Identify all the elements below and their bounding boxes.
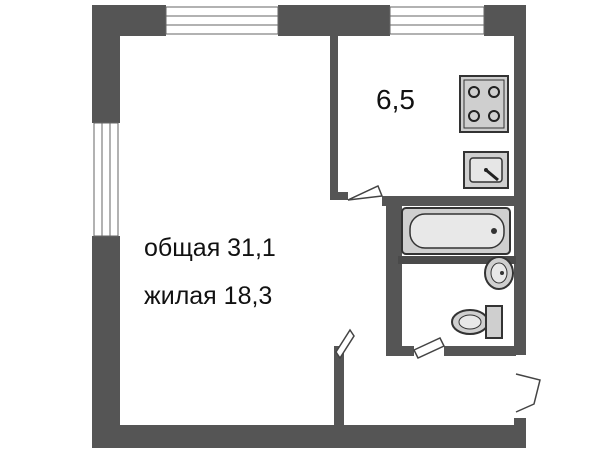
kitchen-sink-icon (463, 151, 509, 189)
kitchen-area-label: 6,5 (376, 84, 415, 115)
stove-icon (459, 75, 509, 133)
hall-wall-right-top (444, 346, 516, 356)
total-area-label: общая 31,1 (144, 234, 276, 262)
living-area-label: жилая 18,3 (144, 282, 273, 310)
window-left (93, 122, 119, 237)
wall-bottom (92, 425, 526, 448)
door-swing-icon (335, 184, 541, 413)
bathroom-left-wall (386, 200, 402, 352)
toilet-icon (451, 305, 503, 339)
kitchen-partition-stub (330, 192, 348, 200)
bath-divider (398, 256, 516, 264)
wall-top-middle (278, 5, 390, 36)
bathtub-icon (401, 207, 511, 255)
washbasin-icon (484, 256, 514, 290)
kitchen-bottom-wall (382, 196, 516, 206)
hall-wall-top (386, 346, 414, 356)
hall-wall-left (334, 346, 344, 426)
window-top-right (389, 6, 485, 35)
wall-right-upper (514, 5, 526, 355)
wall-left-lower (92, 236, 120, 448)
kitchen-partition-left (330, 34, 338, 196)
wall-left-upper (92, 5, 120, 123)
window-top-left (165, 6, 279, 35)
window-icon (93, 6, 485, 237)
outer-walls (92, 5, 526, 448)
interior-walls (330, 34, 516, 426)
